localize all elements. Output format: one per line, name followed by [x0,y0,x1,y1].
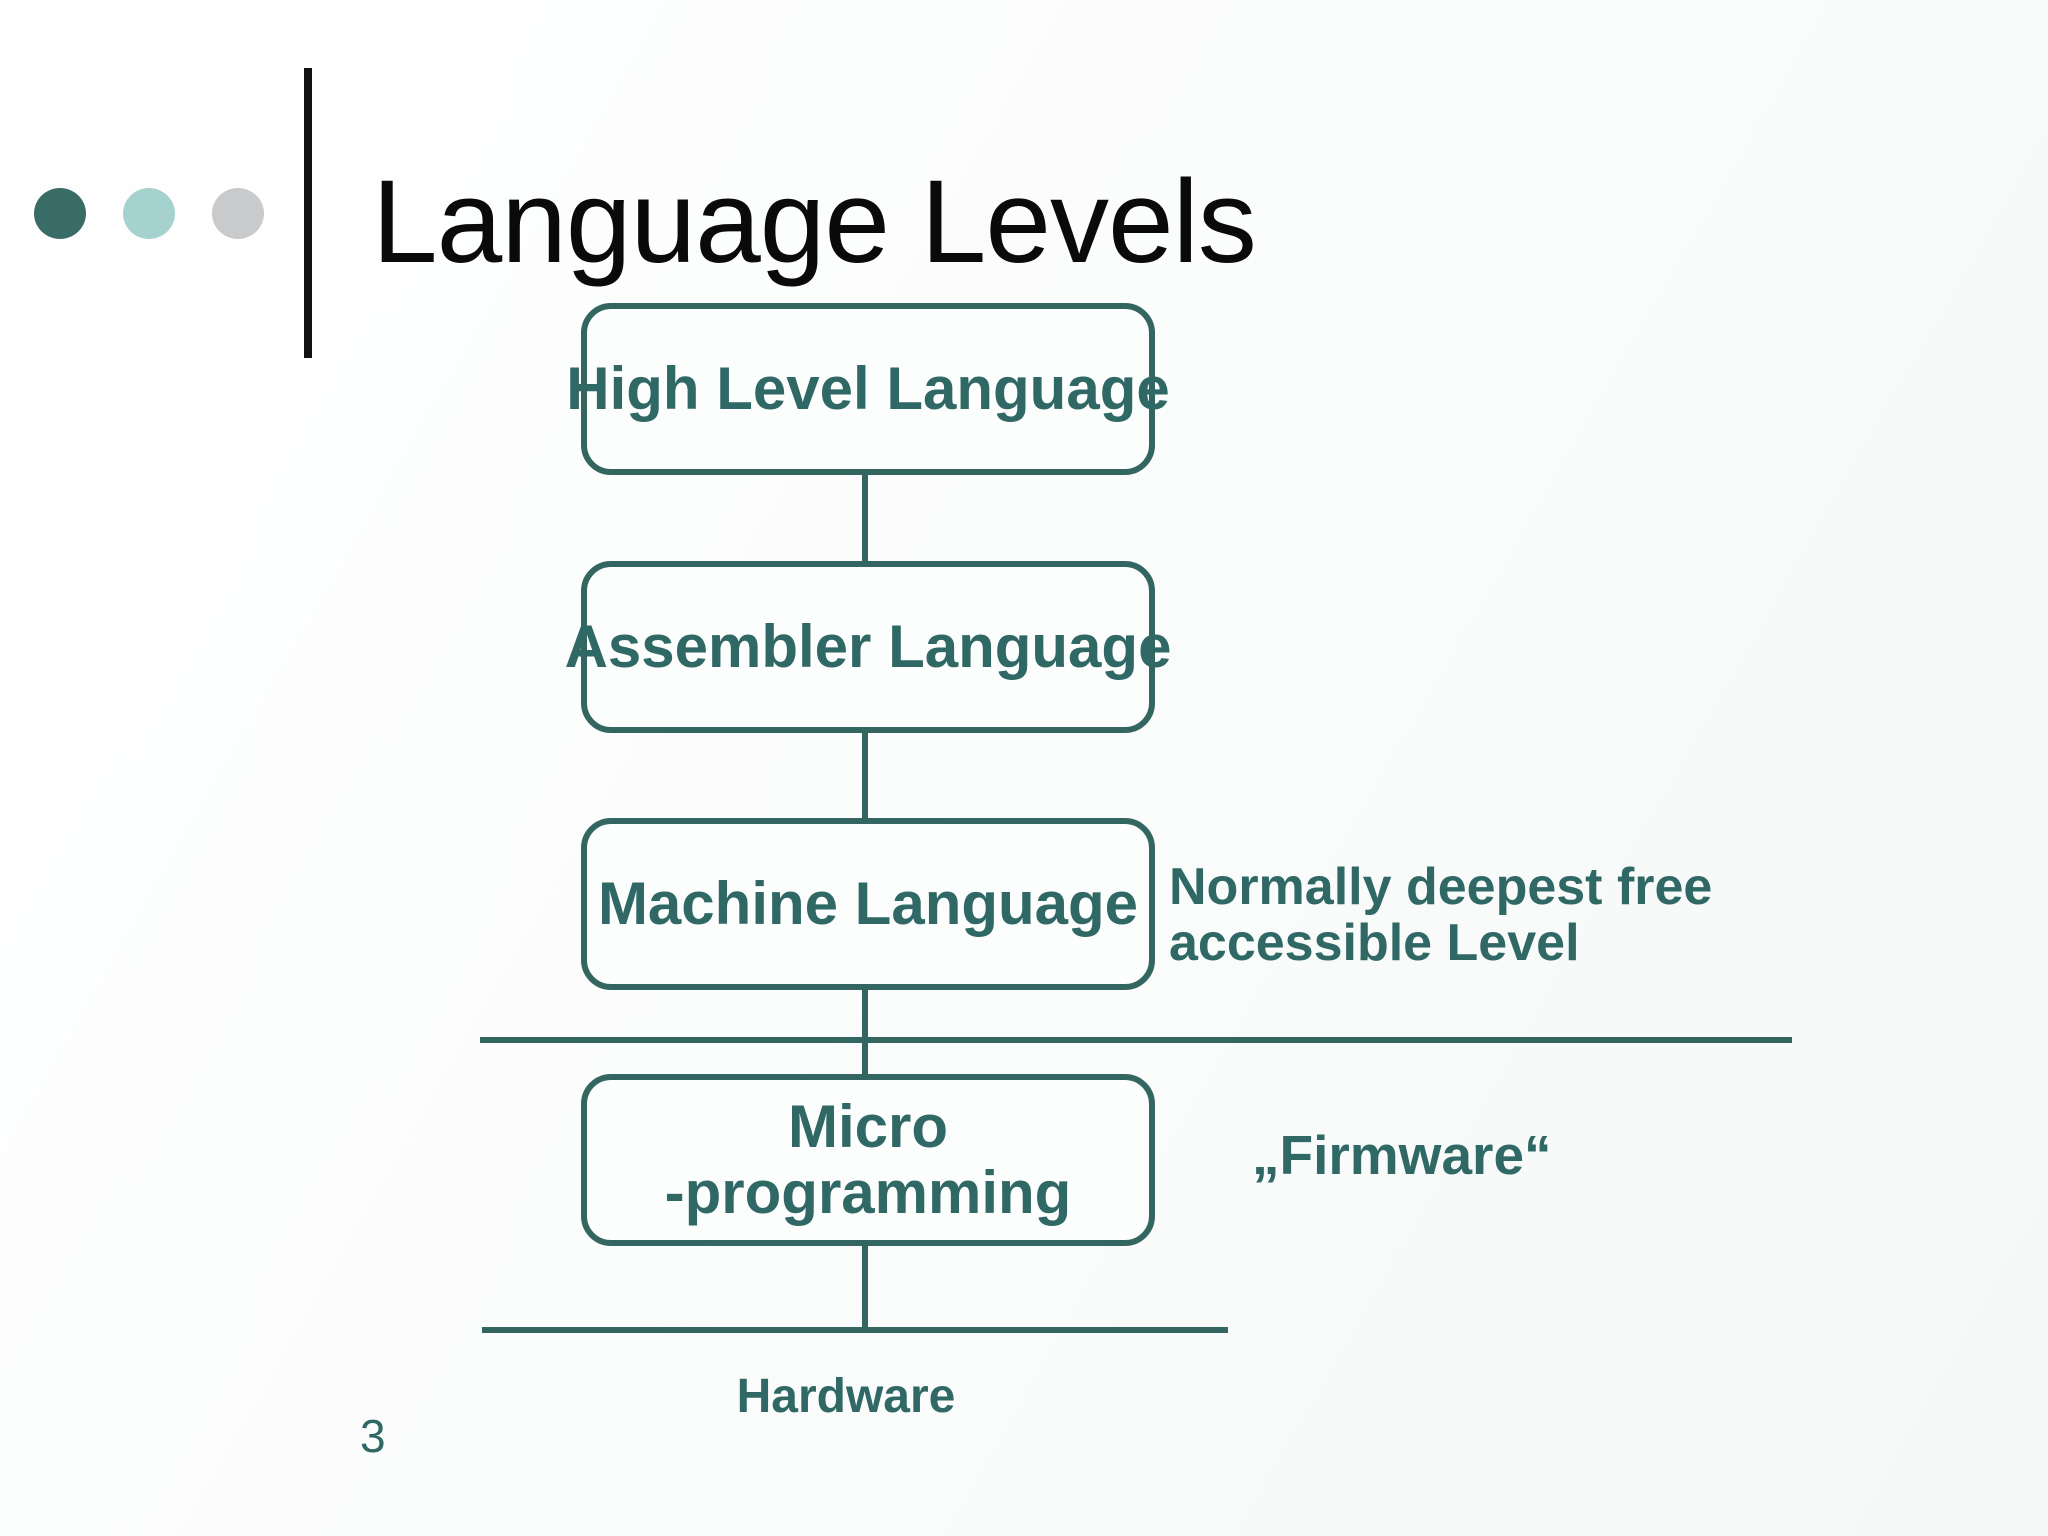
slide-title: Language Levels [372,156,1257,288]
box-label: High Level Language [566,355,1170,422]
box-label: Assembler Language [564,613,1172,680]
page-number: 3 [360,1410,386,1462]
bullet-dot-light-teal [123,188,175,239]
title-accent-line [304,68,312,358]
box-micro-programming: Micro -programming [581,1074,1155,1246]
annotation-firmware: „Firmware“ [1252,1124,1552,1186]
box-label-line-1: Micro [787,1093,949,1160]
bullet-dot-dark-teal [34,188,86,239]
bullet-dot-gray [212,188,264,239]
box-assembler-language: Assembler Language [565,561,1171,733]
box-label-line-2: -programming [664,1159,1072,1226]
annotation-line-2: accessible Level [1169,914,1580,972]
machine-level-divider-line [480,1037,1792,1043]
hardware-divider-line [482,1327,1228,1333]
annotation-line-1: Normally deepest free [1169,858,1713,916]
annotation-deepest-free-level: Normally deepest free accessible Level [1169,859,1712,971]
box-high-level-language: High Level Language [566,303,1170,475]
box-machine-language: Machine Language [581,818,1155,990]
box-label: Machine Language [597,870,1139,937]
hardware-label: Hardware [736,1370,956,1423]
